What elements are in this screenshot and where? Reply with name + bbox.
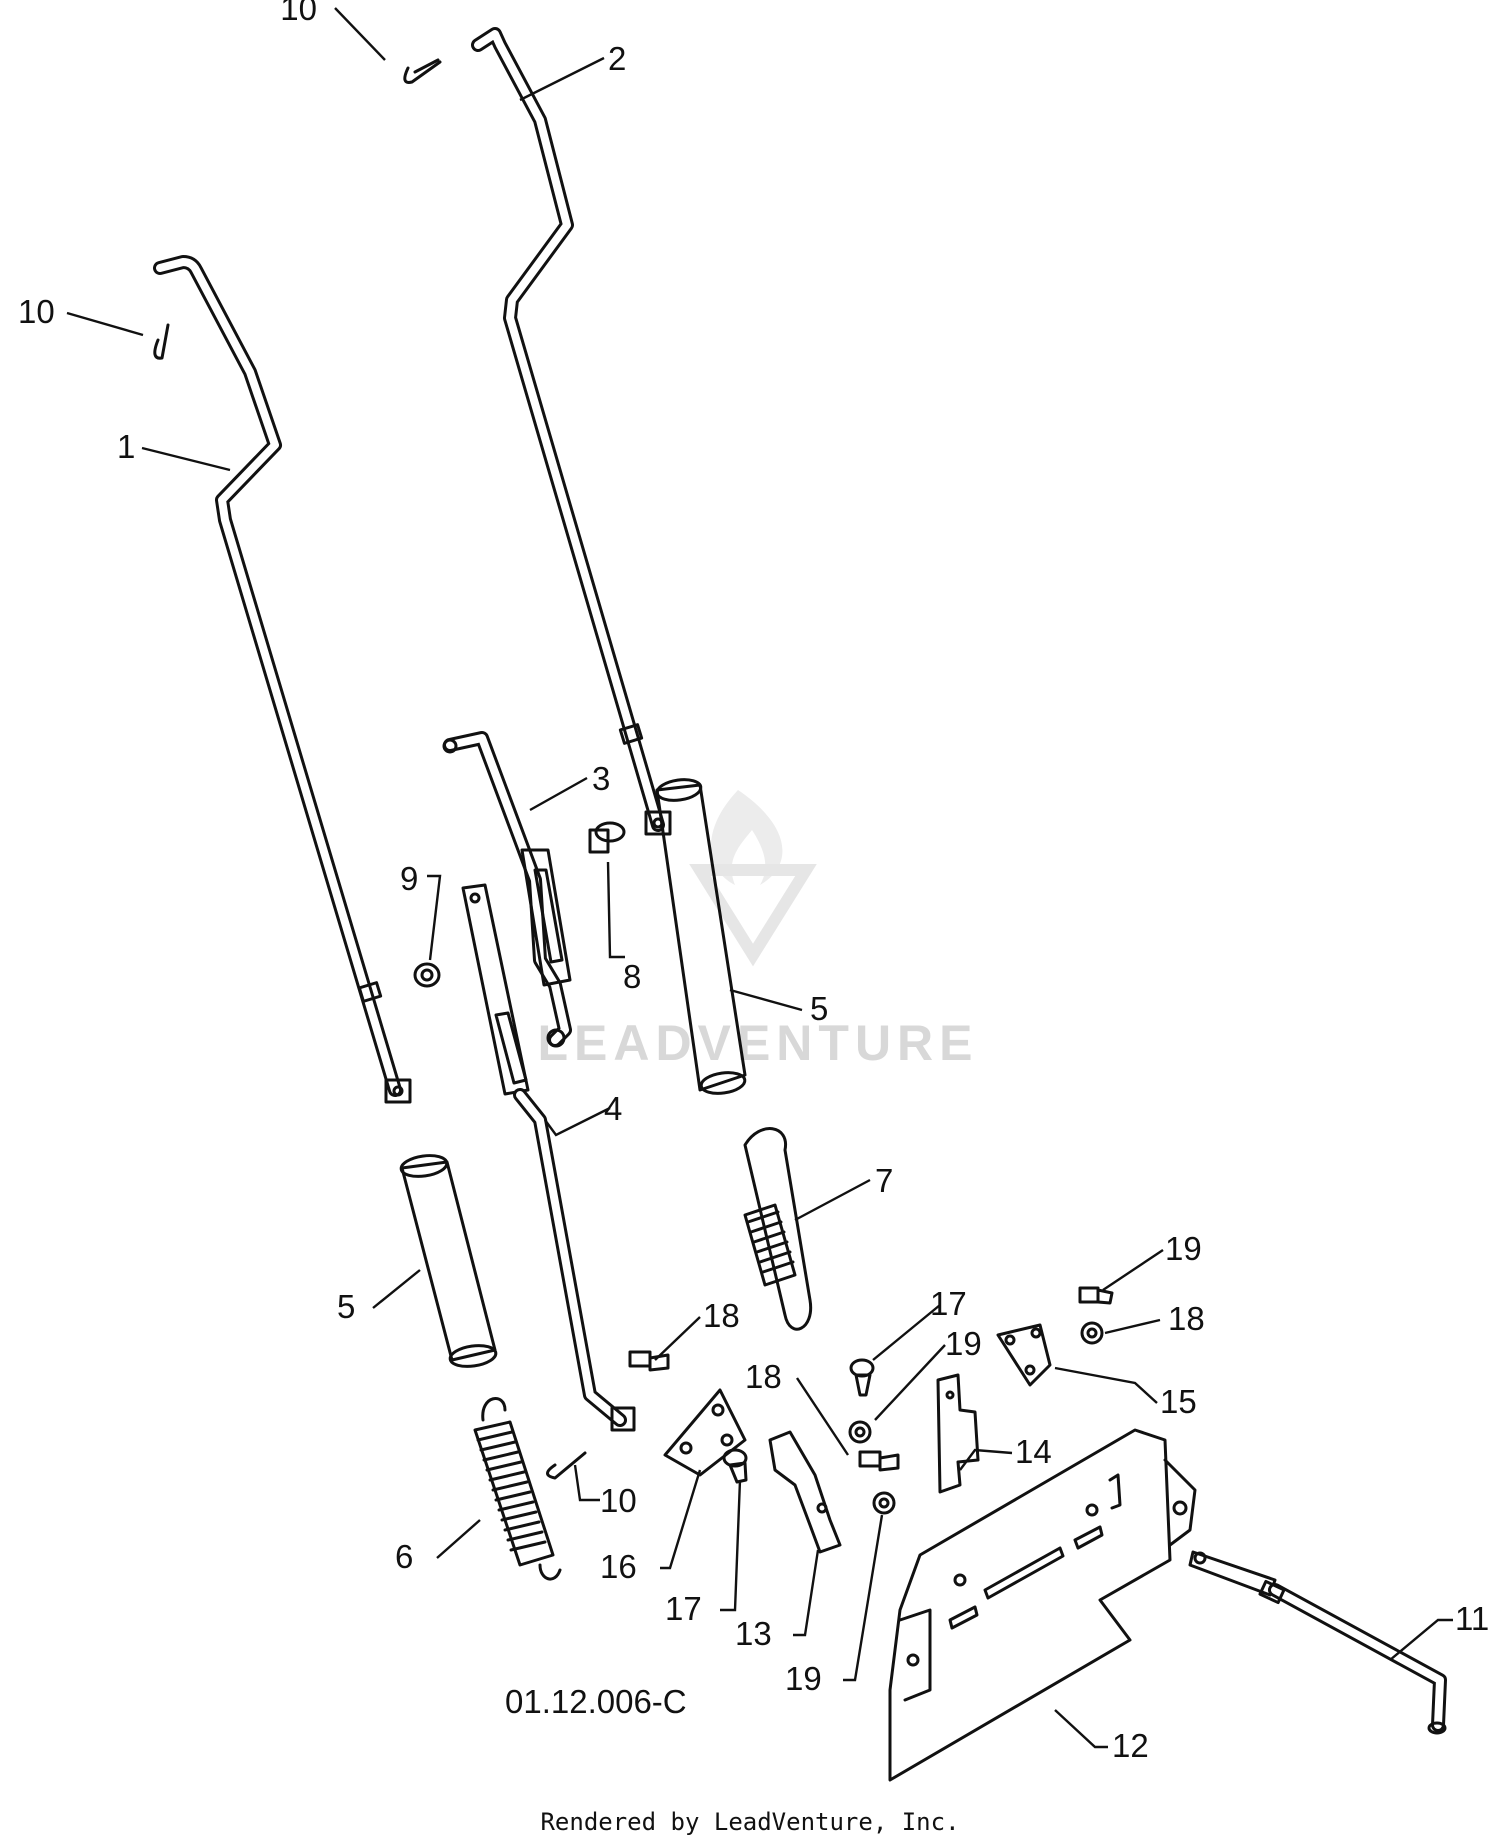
callout-label: 19 [1165, 1230, 1202, 1267]
callout-label: 12 [1112, 1727, 1149, 1764]
part-5-tube-upper [655, 778, 747, 1095]
callout-label: 17 [930, 1285, 967, 1322]
part-7-spring [743, 1127, 813, 1331]
callout-label: 13 [735, 1615, 772, 1652]
callout-label: 5 [337, 1288, 355, 1325]
part-5-tube-lower [399, 1154, 498, 1368]
callout-label: 10 [600, 1482, 637, 1519]
part-18-bolt-c [1078, 1286, 1114, 1305]
callout-label: 7 [875, 1162, 893, 1199]
watermark-flame-icon [710, 790, 783, 885]
callout-label: 1 [117, 428, 135, 465]
part-19-nut-c [1080, 1321, 1104, 1345]
part-19-nut-b [872, 1491, 896, 1515]
part-17-bolt-a [849, 1358, 875, 1397]
part-8-clevis-pin [588, 821, 626, 854]
callout-label: 17 [665, 1590, 702, 1627]
part-10-pin-bottom [546, 1451, 587, 1480]
part-14-bracket [936, 1373, 980, 1494]
part-4-link [461, 883, 636, 1432]
part-11-rod [1188, 1550, 1447, 1735]
part-3-link [442, 731, 572, 1048]
callout-label: 10 [280, 0, 317, 27]
callout-label: 19 [945, 1325, 982, 1362]
part-13-bracket [768, 1430, 842, 1554]
callout-label: 10 [18, 293, 55, 330]
callout-label: 11 [1455, 1600, 1489, 1637]
callout-label: 15 [1160, 1383, 1197, 1420]
callout-label: 16 [600, 1548, 637, 1585]
watermark-text: LEADVENTURE [537, 1015, 978, 1071]
callout-label: 3 [592, 760, 610, 797]
part-18-bolt-b [858, 1450, 900, 1472]
part-2-rod [471, 27, 672, 836]
callout-label: 2 [608, 40, 626, 77]
callout-label: 18 [745, 1358, 782, 1395]
document-number: 01.12.006-C [505, 1683, 687, 1720]
part-12-mounting-plate [888, 1428, 1197, 1782]
watermark: LEADVENTURE [537, 790, 978, 1071]
part-1-rod [153, 255, 412, 1104]
part-19-nut-a [848, 1420, 872, 1444]
leader-lines [66, 7, 1453, 1749]
callout-label: 5 [810, 990, 828, 1027]
part-9-nut [413, 962, 441, 988]
callout-label: 9 [400, 860, 418, 897]
part-15-plate [996, 1323, 1052, 1387]
callout-label: 4 [604, 1090, 622, 1127]
part-6-spring [473, 1397, 562, 1581]
callout-label: 18 [1168, 1300, 1205, 1337]
watermark-v-icon [689, 864, 817, 967]
part-18-bolt-a [628, 1350, 670, 1372]
callout-label: 8 [623, 958, 641, 995]
part-10-pin-top [403, 58, 442, 84]
part-16-plate [663, 1388, 747, 1477]
render-credit: Rendered by LeadVenture, Inc. [540, 1808, 959, 1836]
callout-labels: 10 2 10 1 3 9 8 5 4 7 5 18 17 19 18 19 1… [18, 0, 1489, 1764]
callout-label: 18 [703, 1297, 740, 1334]
part-10-pin-left [153, 323, 170, 360]
callout-label: 6 [395, 1538, 413, 1575]
callout-label: 19 [785, 1660, 822, 1697]
callout-label: 14 [1015, 1433, 1052, 1470]
